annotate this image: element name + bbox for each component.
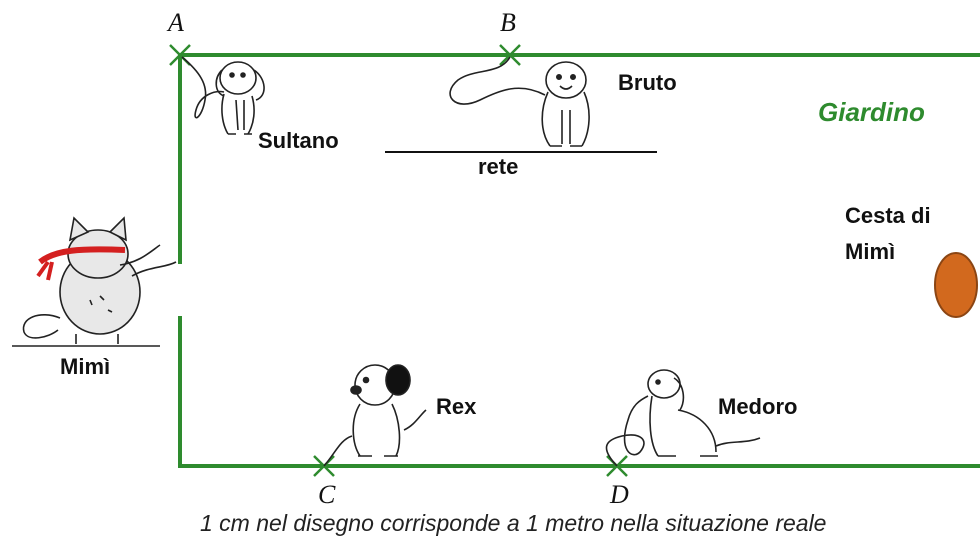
medoro-label: Medoro bbox=[718, 394, 798, 419]
point-d-label: D bbox=[610, 480, 629, 509]
rex-dog bbox=[323, 364, 427, 467]
basket bbox=[934, 252, 978, 318]
bruto-label: Bruto bbox=[618, 70, 677, 95]
mimi-cat bbox=[12, 216, 177, 347]
basket-label: Cesta di Mimì bbox=[845, 198, 931, 270]
basket-label-line1: Cesta di bbox=[845, 203, 931, 228]
mimi-label: Mimì bbox=[60, 354, 111, 379]
point-c-label: C bbox=[318, 480, 336, 509]
sultano-dog bbox=[181, 56, 265, 135]
medoro-dog bbox=[605, 369, 761, 467]
point-b-marker bbox=[499, 44, 521, 66]
scale-caption: 1 cm nel disegno corrisponde a 1 metro n… bbox=[200, 510, 827, 536]
rex-label: Rex bbox=[436, 394, 477, 419]
sultano-label: Sultano bbox=[258, 128, 339, 153]
point-a-label: A bbox=[168, 8, 184, 37]
bruto-dog bbox=[449, 56, 590, 147]
fence bbox=[178, 53, 980, 468]
basket-label-line2: Mimì bbox=[845, 239, 896, 264]
net-label: rete bbox=[478, 154, 519, 179]
garden-label: Giardino bbox=[818, 97, 925, 127]
point-b-label: B bbox=[500, 8, 516, 37]
